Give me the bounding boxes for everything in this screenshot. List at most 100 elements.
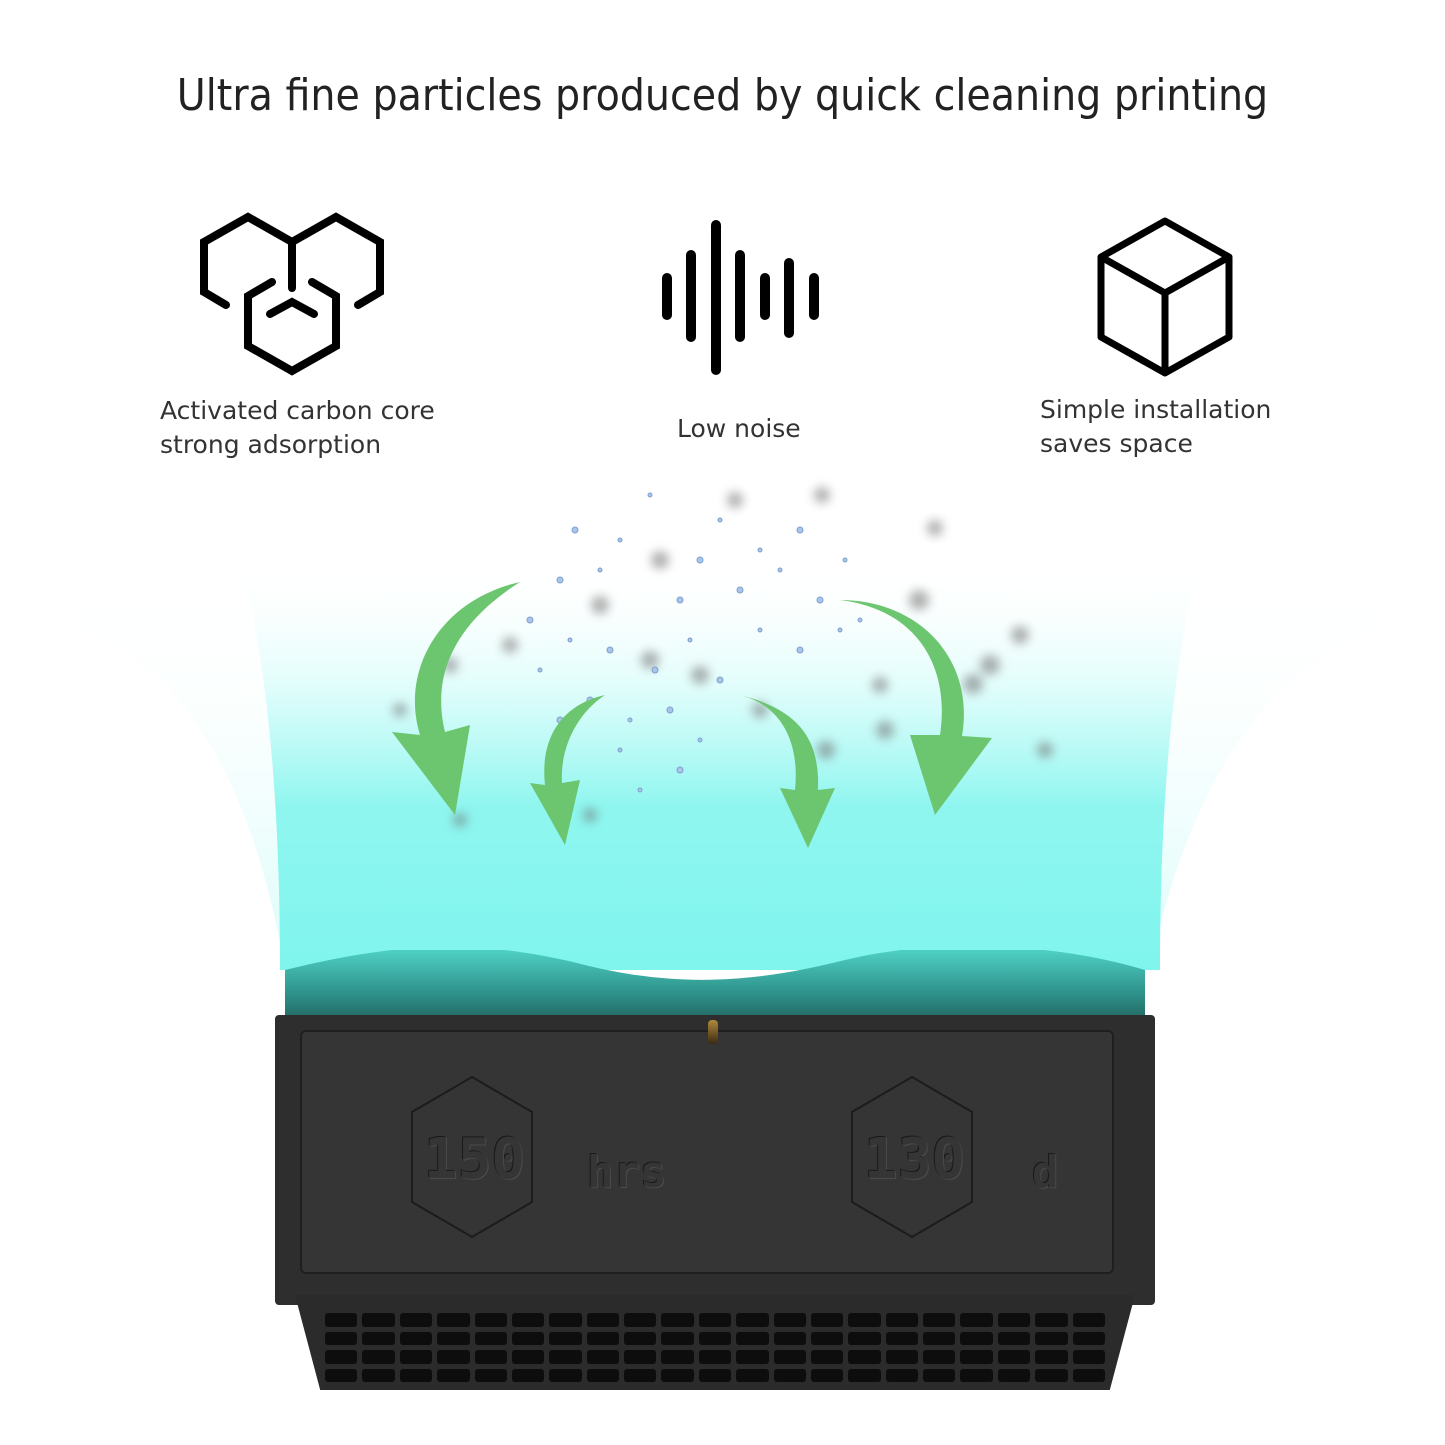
vent-hole (736, 1350, 769, 1364)
vent-hole (474, 1331, 507, 1345)
vent-hole (586, 1331, 620, 1345)
vent-hole (399, 1331, 433, 1345)
carbon-filter-device: 150 hrs 130 d (275, 950, 1155, 1390)
sound-wave-icon (662, 220, 819, 375)
lifetime-days-unit: d (1032, 1147, 1059, 1198)
vent-hole (661, 1313, 694, 1327)
vent-hole (736, 1368, 769, 1382)
vent-hole (698, 1350, 732, 1364)
vent-hole (399, 1313, 433, 1327)
vent-hole (624, 1350, 657, 1364)
vent-hole (437, 1368, 470, 1382)
vent-hole (698, 1368, 732, 1382)
vent-hole (698, 1331, 732, 1345)
vent-hole (586, 1313, 620, 1327)
vent-hole (848, 1313, 881, 1327)
hexagon-cluster-icon (200, 212, 384, 376)
vent-hole (923, 1313, 956, 1327)
vent-hole (1035, 1368, 1068, 1382)
vent-hole (325, 1368, 358, 1382)
vent-hole (325, 1313, 358, 1327)
vent-hole (661, 1331, 694, 1345)
vent-hole (960, 1368, 993, 1382)
vent-hole (960, 1313, 993, 1327)
vent-hole (325, 1350, 358, 1364)
vent-hole (923, 1368, 956, 1382)
vent-hole (549, 1331, 582, 1345)
vent-hole (661, 1350, 694, 1364)
vent-hole (511, 1368, 545, 1382)
device-front-panel: 150 hrs 130 d (300, 1030, 1114, 1274)
vent-hole (399, 1368, 433, 1382)
vent-hole (399, 1350, 433, 1364)
vent-hole (1072, 1350, 1105, 1364)
vent-hole (960, 1331, 993, 1345)
vent-hole (325, 1331, 358, 1345)
feature-label-line1: Simple installation (1040, 395, 1272, 424)
vent-hole (549, 1313, 582, 1327)
vent-hole (997, 1313, 1031, 1327)
device-vent-grille (295, 1295, 1135, 1390)
vent-hole (923, 1331, 956, 1345)
lifetime-hours-unit: hrs (587, 1147, 667, 1198)
vent-hole (362, 1350, 395, 1364)
vent-hole (773, 1368, 806, 1382)
vent-hole (1072, 1331, 1105, 1345)
hexagon-emboss-icon (411, 1075, 533, 1239)
airflow-beam-illustration (80, 487, 1380, 970)
vent-hole (736, 1313, 769, 1327)
vent-hole (997, 1331, 1031, 1345)
vent-hole (1035, 1350, 1068, 1364)
vent-hole (511, 1350, 545, 1364)
vent-hole (474, 1313, 507, 1327)
lifetime-days-number: 130 (864, 1127, 966, 1192)
vent-hole (661, 1368, 694, 1382)
vent-hole (923, 1350, 956, 1364)
vent-hole (885, 1331, 919, 1345)
vent-hole (474, 1368, 507, 1382)
vent-hole (624, 1331, 657, 1345)
vent-hole (773, 1350, 806, 1364)
screw-icon (708, 1020, 718, 1044)
vent-hole (437, 1350, 470, 1364)
vent-hole (810, 1368, 844, 1382)
vent-hole (1072, 1313, 1105, 1327)
vent-hole (773, 1331, 806, 1345)
vent-hole (586, 1368, 620, 1382)
vent-hole (997, 1350, 1031, 1364)
vent-hole (960, 1350, 993, 1364)
vent-hole (511, 1313, 545, 1327)
vent-hole (848, 1331, 881, 1345)
feature-label-line2: saves space (1040, 429, 1193, 458)
page-title: Ultra fine particles produced by quick c… (176, 70, 1269, 121)
vent-hole (362, 1331, 395, 1345)
vent-hole (586, 1350, 620, 1364)
vent-hole (848, 1368, 881, 1382)
vent-hole (698, 1313, 732, 1327)
vent-hole (773, 1313, 806, 1327)
vent-hole (997, 1368, 1031, 1382)
product-scene: 150 hrs 130 d (0, 470, 1445, 1445)
vent-hole (810, 1331, 844, 1345)
vent-hole (362, 1313, 395, 1327)
feature-label-line1: Activated carbon core (160, 396, 435, 425)
vent-hole (736, 1331, 769, 1345)
vent-hole (885, 1313, 919, 1327)
feature-label-line1: Low noise (677, 414, 801, 443)
feature-label-line2: strong adsorption (160, 430, 382, 459)
vent-hole (511, 1331, 545, 1345)
hexagon-emboss-icon (851, 1075, 973, 1239)
vent-hole (437, 1331, 470, 1345)
vent-hole (362, 1368, 395, 1382)
vent-hole (848, 1350, 881, 1364)
vent-hole (549, 1350, 582, 1364)
vent-hole (624, 1368, 657, 1382)
lifetime-hours-number: 150 (424, 1127, 526, 1192)
vent-hole (474, 1350, 507, 1364)
vent-hole (437, 1313, 470, 1327)
vent-hole (1035, 1313, 1068, 1327)
vent-hole (1072, 1368, 1105, 1382)
vent-hole (624, 1313, 657, 1327)
filter-mesh-top (285, 950, 1145, 1025)
vent-hole (885, 1350, 919, 1364)
